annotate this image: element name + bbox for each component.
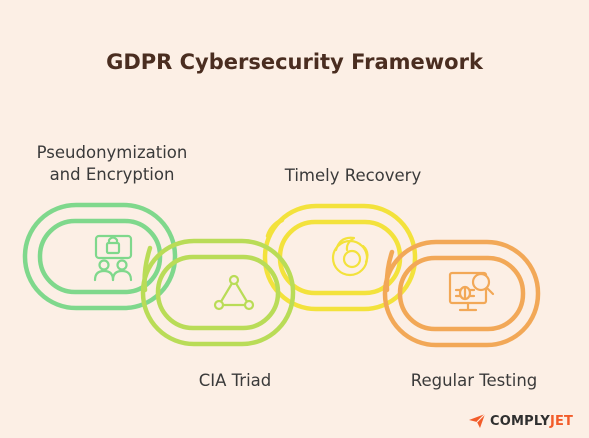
chain-link-cia-triad: [140, 238, 296, 347]
logo-text: COMPLYJET: [490, 414, 573, 429]
chain-link-regular-testing: [382, 239, 541, 348]
label-pseudonymization-line2: and Encryption: [49, 165, 175, 184]
logo-text-jet: JET: [549, 413, 574, 429]
bug-search-icon: [448, 271, 495, 312]
label-timely-recovery: Timely Recovery: [284, 166, 422, 185]
diagram-title: GDPR Cybersecurity Framework: [106, 50, 483, 74]
chain-link-pseudonymization: [22, 202, 178, 311]
label-pseudonymization-line1: Pseudonymization: [36, 143, 188, 162]
triangle-network-icon: [213, 274, 255, 311]
logo-text-comply: COMPLY: [490, 413, 550, 429]
label-regular-testing: Regular Testing: [410, 371, 538, 390]
complyjet-logo: COMPLYJET: [468, 412, 573, 430]
user-lock-icon: [93, 234, 133, 282]
label-cia-triad: CIA Triad: [198, 371, 272, 390]
firefox-icon: [331, 236, 369, 277]
paper-plane-icon: [469, 413, 486, 428]
label-pseudonymization: Pseudonymization and Encryption: [22, 142, 202, 186]
